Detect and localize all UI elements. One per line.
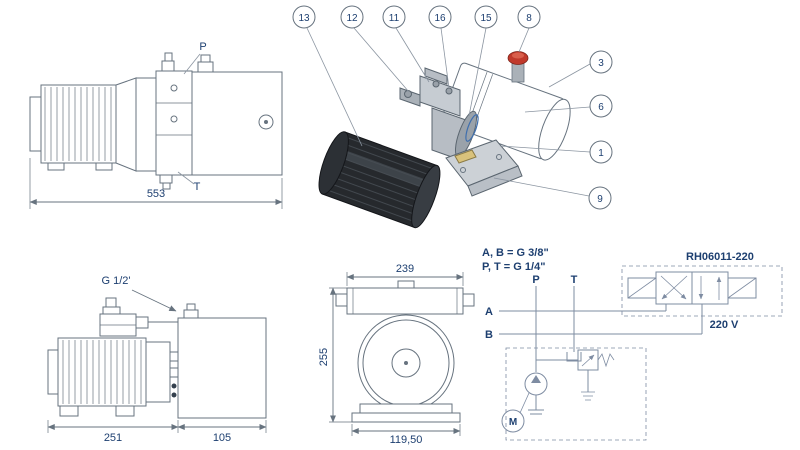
schematic-port-t: T xyxy=(571,274,578,286)
dim-251-105: 251 105 xyxy=(47,420,267,444)
callout-13-label: 13 xyxy=(298,13,310,24)
pump-side-2 xyxy=(145,341,179,403)
port-p-leader xyxy=(183,53,201,75)
motor-front xyxy=(357,314,455,412)
dim-251-value: 251 xyxy=(104,432,122,444)
callout-11-label: 11 xyxy=(389,13,400,24)
callout-6-label: 6 xyxy=(598,102,604,113)
callout-15-label: 15 xyxy=(480,13,492,24)
pump-symbol xyxy=(524,372,548,415)
schematic-port-b: B xyxy=(485,329,493,341)
tank-side xyxy=(191,54,283,176)
directional-valve xyxy=(621,265,783,317)
motor-side-2 xyxy=(47,337,147,417)
callout-1: 1 xyxy=(589,140,613,164)
side-view-top: P T 553 xyxy=(29,41,283,209)
pump-bell xyxy=(115,77,157,172)
callout-16-label: 16 xyxy=(434,13,446,24)
port-t-label: T xyxy=(194,181,201,193)
valve-cluster xyxy=(99,297,178,337)
dim-255-value: 255 xyxy=(318,348,330,366)
port-t-leader xyxy=(177,171,195,185)
schematic-lines xyxy=(499,286,703,372)
solenoid-right xyxy=(727,277,757,299)
dim-553-value: 553 xyxy=(147,188,165,200)
iso-tank xyxy=(440,62,571,161)
front-view: 239 255 119,50 xyxy=(318,263,475,446)
valve-block-side xyxy=(155,52,193,190)
callout-8-label: 8 xyxy=(526,13,532,24)
callout-12: 12 xyxy=(340,5,364,29)
motor-symbol: M xyxy=(501,392,530,433)
dim-105-value: 105 xyxy=(213,432,231,444)
voltage-label: 220 V xyxy=(710,319,739,331)
solenoid-left xyxy=(627,277,657,299)
iso-bracket xyxy=(445,139,523,197)
iso-view: 13 12 11 16 15 8 3 6 1 9 xyxy=(292,5,613,229)
dim-119-value: 119,50 xyxy=(390,434,423,446)
callout-leaders xyxy=(306,27,591,197)
schematic-port-p: P xyxy=(532,274,539,286)
dim-239-value: 239 xyxy=(396,263,414,275)
hydraulic-schematic: A, B = G 3/8" P, T = G 1/4" RH06011-220 … xyxy=(482,247,783,441)
dim-255: 255 xyxy=(318,287,352,423)
base-front xyxy=(351,403,461,423)
callout-8: 8 xyxy=(517,5,541,29)
note-ports-ab: A, B = G 3/8" xyxy=(482,247,549,259)
fitting-g12-label: G 1/2' xyxy=(101,275,130,287)
callout-15: 15 xyxy=(474,5,498,29)
note-ports-pt: P, T = G 1/4" xyxy=(482,261,545,273)
valve-model-label: RH06011-220 xyxy=(686,251,754,263)
tank-side-2 xyxy=(177,303,267,419)
iso-filler-cap xyxy=(507,51,529,83)
schematic-port-a: A xyxy=(485,306,493,318)
callout-9-label: 9 xyxy=(597,194,603,205)
dim-239: 239 xyxy=(346,263,464,286)
callout-6: 6 xyxy=(589,94,613,118)
tank-front xyxy=(335,280,475,315)
power-unit-boundary xyxy=(505,347,647,441)
callout-13: 13 xyxy=(292,5,316,29)
callout-16: 16 xyxy=(428,5,452,29)
motor-side xyxy=(29,84,117,171)
relief-valve-symbol xyxy=(536,349,615,401)
tank-return-symbol xyxy=(566,352,582,362)
callout-3-label: 3 xyxy=(598,58,604,69)
dim-119: 119,50 xyxy=(351,424,461,446)
port-p-label: P xyxy=(199,41,206,53)
callout-12-label: 12 xyxy=(346,13,358,24)
iso-motor xyxy=(318,131,441,229)
callout-3: 3 xyxy=(589,50,613,74)
side-view-bottom: G 1/2' xyxy=(47,275,267,444)
dim-553: 553 xyxy=(29,158,283,209)
callout-11: 11 xyxy=(382,5,406,29)
callout-1-label: 1 xyxy=(598,148,604,159)
callout-9: 9 xyxy=(588,186,612,210)
motor-m-label: M xyxy=(509,417,517,428)
fitting-g12-leader xyxy=(131,289,177,312)
